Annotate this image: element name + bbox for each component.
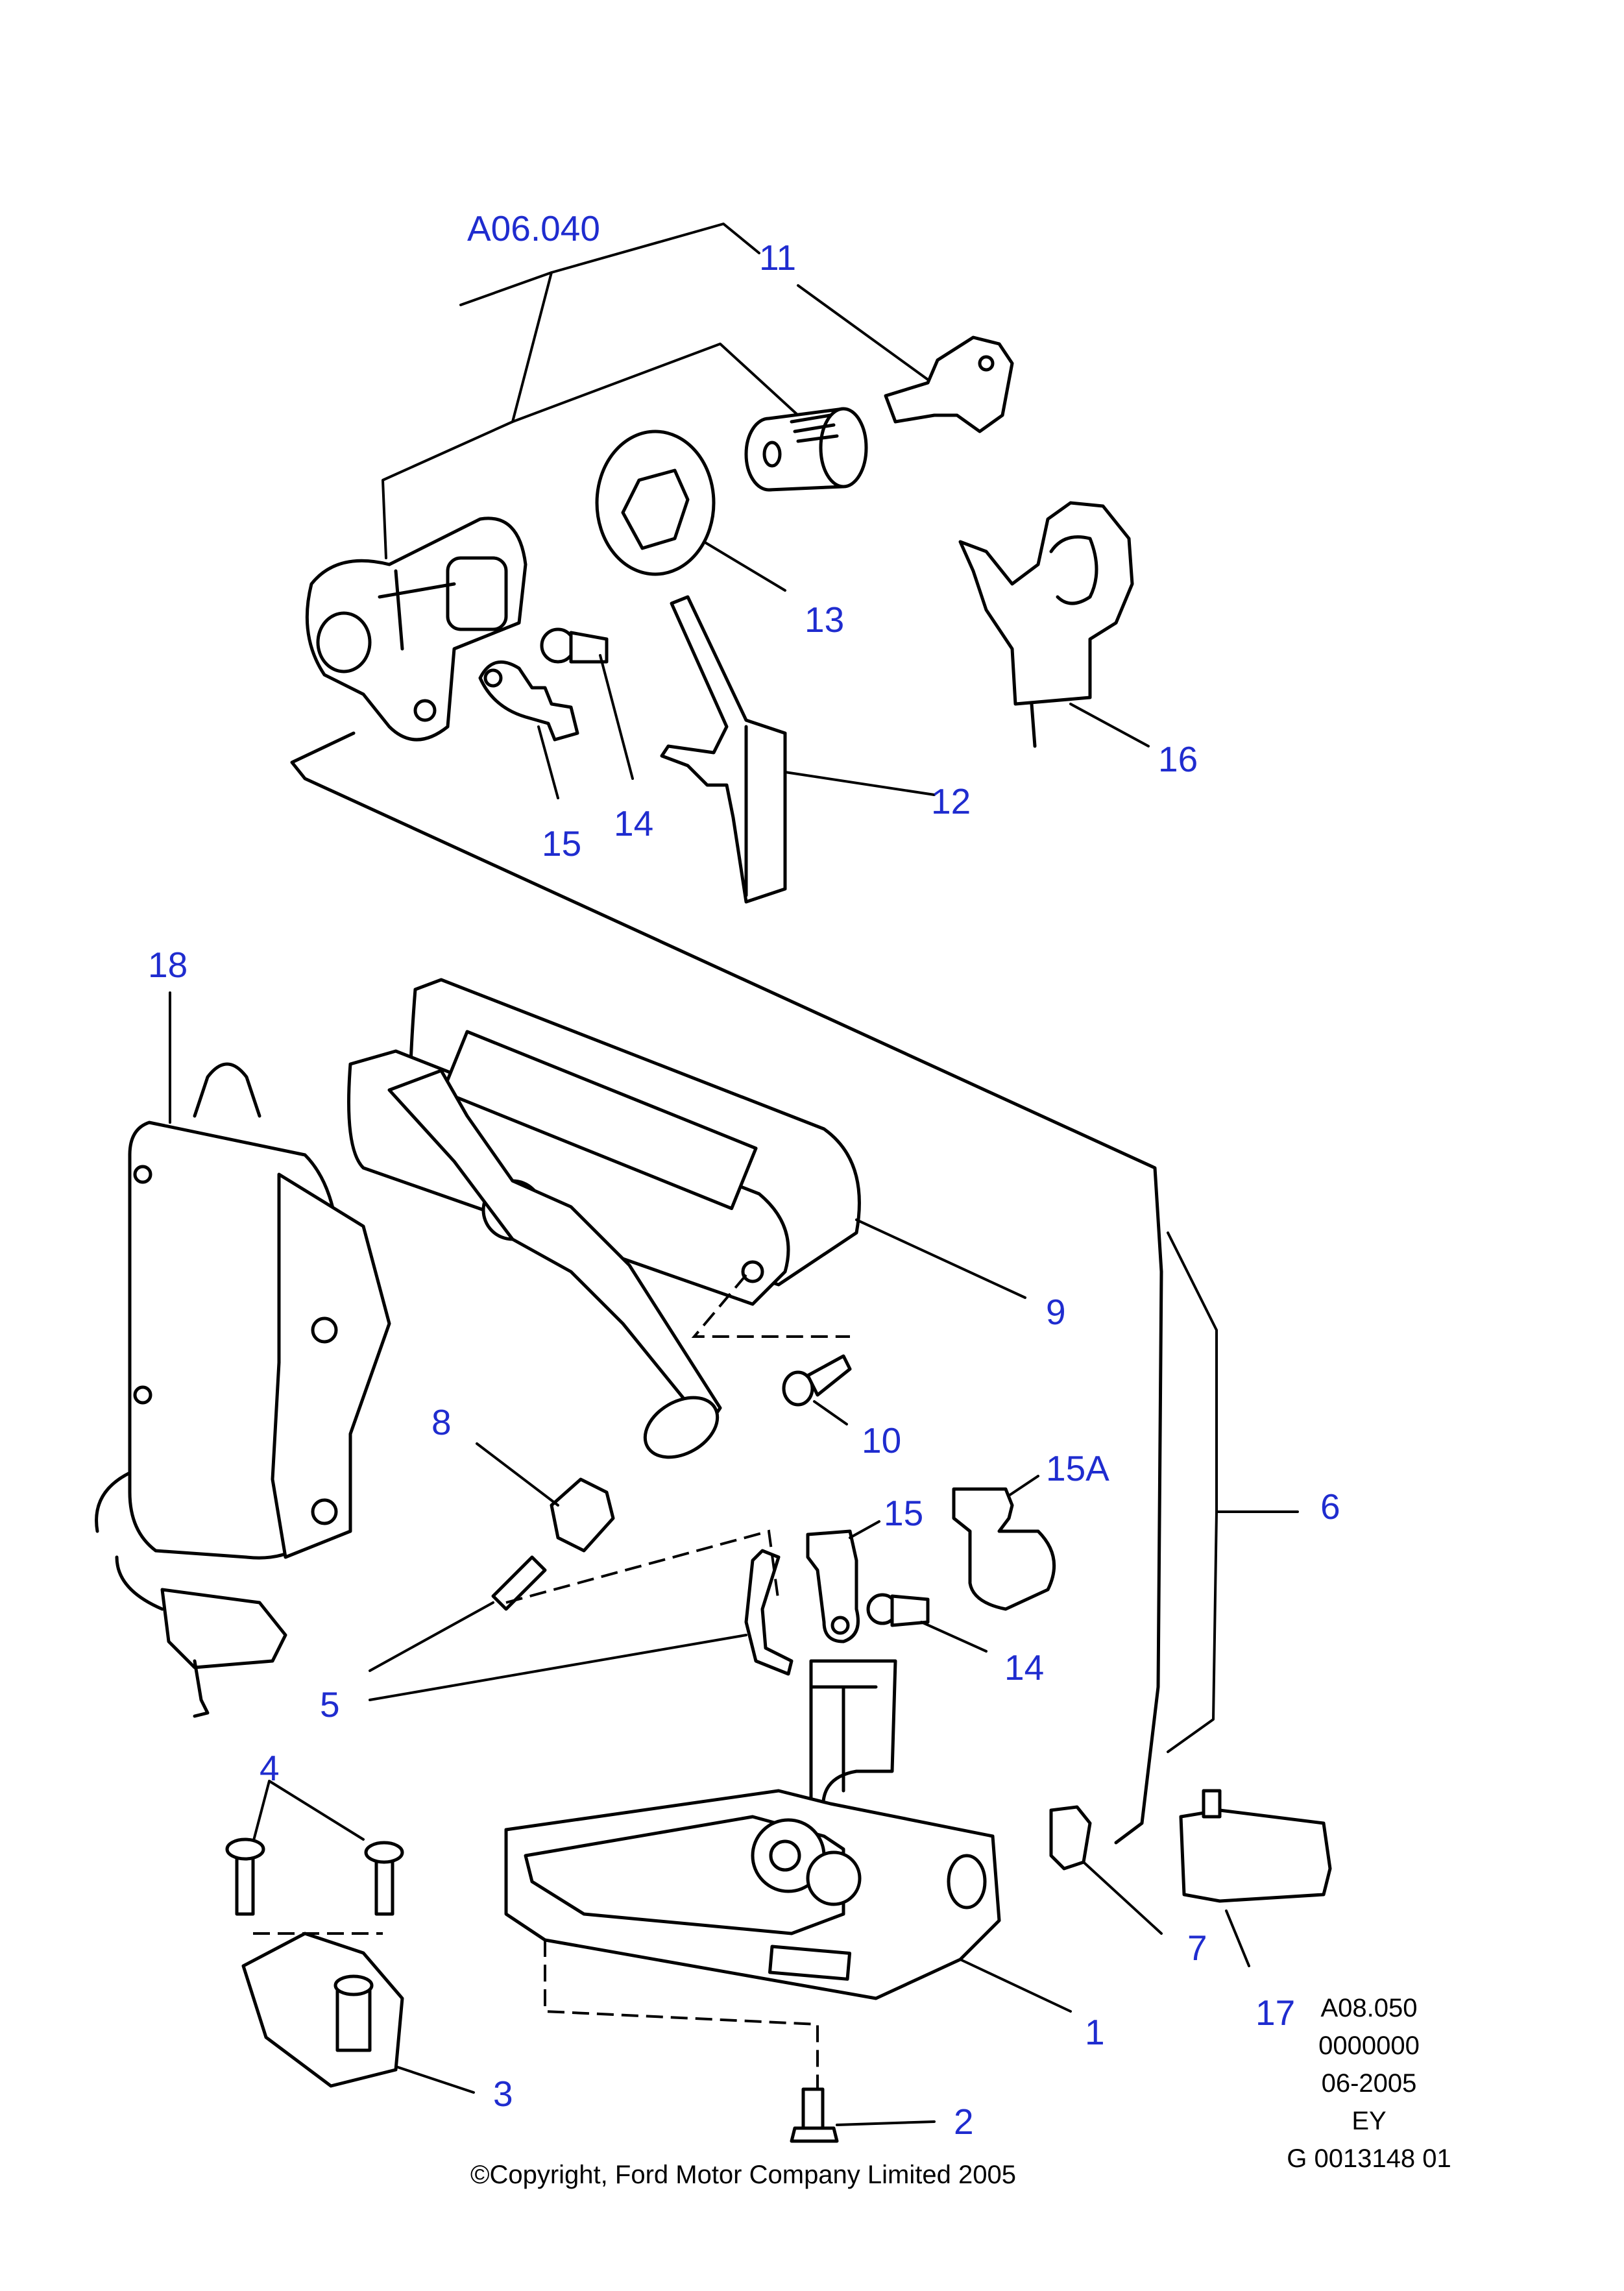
callout-5: 5: [320, 1684, 340, 1725]
reference-block: A08.050 0000000 06-2005 EY G 0013148 01: [1272, 1995, 1466, 2183]
callout-1: 1: [1085, 2012, 1105, 2052]
part-15a-lever: [952, 1475, 1056, 1611]
part-5-rods: [369, 1529, 794, 1701]
callout-15-top: 15: [542, 823, 582, 864]
reference-line-2: 0000000: [1318, 2031, 1420, 2060]
part-12-actuating-lever: [660, 595, 936, 904]
part-9-exterior-handle: [347, 978, 1026, 1459]
callout-14-top: 14: [614, 803, 654, 843]
callout-16: 16: [1158, 739, 1198, 779]
part-15-lever-top: [478, 660, 579, 799]
part-2-bolt: [790, 2087, 936, 2143]
part-4-screws: [225, 1780, 404, 1916]
copyright-notice: ©Copyright, Ford Motor Company Limited 2…: [470, 2161, 1016, 2189]
callout-11: 11: [759, 237, 797, 278]
part-lock-barrel: [744, 407, 868, 492]
part-14-push-clip-top: [540, 627, 634, 780]
callout-2: 2: [954, 2102, 974, 2142]
reference-line-5: G 0013148 01: [1287, 2144, 1451, 2173]
part-10-screw: [782, 1354, 852, 1425]
callout-17: 17: [1255, 1993, 1296, 2033]
part-lock-housing: [305, 516, 527, 742]
callout-4: 4: [260, 1748, 280, 1788]
callout-14-bottom: 14: [1004, 1647, 1045, 1688]
callout-13: 13: [805, 600, 845, 640]
part-14-push-clip-bottom: [866, 1593, 988, 1653]
callout-12: 12: [931, 781, 971, 821]
callout-9: 9: [1046, 1292, 1066, 1332]
part-13-retainer-ring: [595, 430, 786, 592]
reference-line-4: EY: [1351, 2107, 1387, 2135]
part-16-clip: [958, 501, 1150, 748]
callout-15-bottom: 15: [884, 1493, 924, 1533]
part-7-clip: [1049, 1805, 1163, 1935]
callout-group-a06-040: A06.040: [467, 208, 600, 248]
part-17-switch: [1179, 1789, 1332, 1967]
part-15-lever-bottom: [806, 1520, 880, 1643]
callout-6: 6: [1320, 1486, 1340, 1527]
group-bracket-a06-040: [382, 223, 799, 559]
part-6-link-rod: [290, 731, 1299, 1845]
callout-3: 3: [493, 2074, 513, 2114]
callout-15a: 15A: [1046, 1448, 1109, 1488]
part-3-striker: [241, 1932, 475, 2094]
part-18-door-lock-actuator: [95, 991, 391, 1718]
callout-10: 10: [862, 1420, 902, 1461]
part-11-key: [797, 284, 1014, 433]
part-1-door-latch: [504, 1659, 1072, 2096]
reference-line-1: A08.050: [1320, 1994, 1418, 2022]
part-8-clip: [476, 1442, 615, 1553]
callout-7: 7: [1187, 1928, 1207, 1968]
callout-18: 18: [148, 945, 188, 985]
reference-line-3: 06-2005: [1321, 2069, 1417, 2098]
callout-8: 8: [431, 1402, 452, 1442]
